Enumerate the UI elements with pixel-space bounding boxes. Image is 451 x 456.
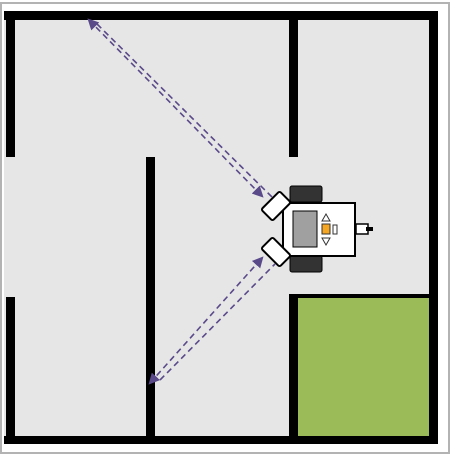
ev3-robot-icon (260, 185, 373, 273)
robot-screen (292, 210, 318, 248)
sensor-ray-upper-a (87, 18, 264, 198)
sensor-ray-lower-a (148, 256, 264, 385)
wall-inner-right-lower (289, 297, 298, 444)
sensor-rays (87, 18, 276, 385)
robot-sensor-upper (260, 190, 292, 222)
wall-inner-right-upper (289, 11, 298, 157)
robot-button-center (321, 223, 331, 235)
sensor-ray-lower-b (159, 263, 276, 381)
wall-right (429, 11, 438, 444)
robot-wheel-bottom (289, 255, 323, 273)
wall-left-upper (6, 11, 15, 157)
wall-left-lower (6, 297, 15, 444)
wall-goal-top (289, 294, 436, 298)
robot-wheel-top (289, 185, 323, 203)
sensor-ray-upper-b (96, 23, 276, 201)
robot-button-down (321, 237, 331, 247)
wall-top (4, 11, 436, 20)
robot-caster-axle (366, 227, 373, 231)
wall-inner-middle (146, 157, 155, 444)
robot-sensor-lower (260, 236, 292, 268)
wall-bottom (4, 436, 436, 444)
goal-zone (298, 297, 430, 437)
robot-button-up (321, 212, 331, 222)
robot-button-right (332, 224, 338, 235)
